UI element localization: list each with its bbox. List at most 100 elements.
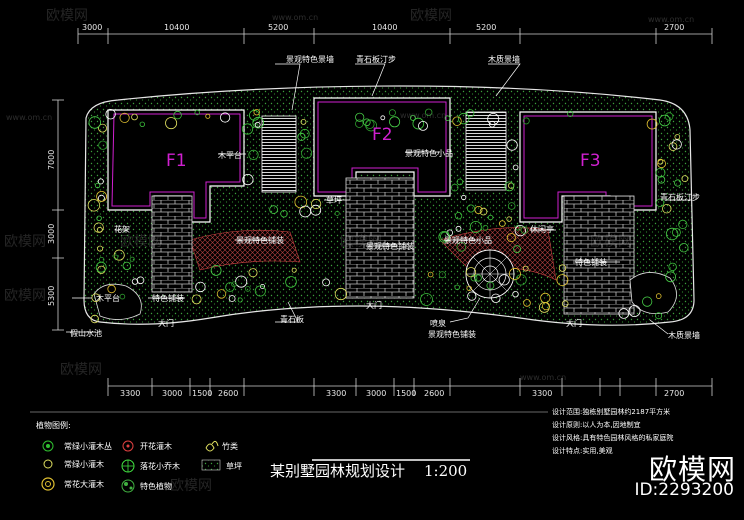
plant-symbol bbox=[280, 209, 288, 218]
plant-symbol bbox=[412, 117, 425, 130]
plant-symbol bbox=[440, 231, 450, 242]
watermark-text: 欧模网 bbox=[590, 234, 632, 250]
plant-symbol bbox=[507, 202, 516, 210]
plant-symbol bbox=[248, 268, 258, 278]
watermark-text: 欧模网 bbox=[170, 478, 212, 494]
plant-symbol bbox=[380, 115, 386, 121]
plant-symbol bbox=[469, 220, 482, 233]
fountain bbox=[465, 249, 515, 299]
plant-symbol bbox=[119, 293, 126, 300]
plant-symbol bbox=[465, 267, 477, 278]
label-stepping-stone-top: 青石板汀步 bbox=[356, 54, 396, 64]
plant-symbol bbox=[466, 285, 472, 292]
plant-symbol bbox=[542, 302, 551, 311]
top-dimension-line bbox=[77, 28, 713, 44]
plant-symbol bbox=[664, 112, 674, 121]
plant-symbol bbox=[355, 119, 364, 128]
plant-symbol bbox=[487, 113, 500, 126]
plant-symbol bbox=[253, 123, 259, 128]
label-wood-wall-right: 木质景墙 bbox=[668, 330, 700, 340]
plant-symbol bbox=[522, 265, 529, 272]
deck-right bbox=[465, 111, 507, 191]
watermark-url: www.om.cn bbox=[272, 13, 318, 22]
plant-symbol bbox=[259, 283, 265, 289]
brand-id: ID:2293200 bbox=[634, 480, 734, 500]
plant-symbol bbox=[425, 108, 433, 116]
plant-symbol bbox=[389, 116, 401, 128]
plant-symbol bbox=[628, 304, 641, 317]
label-feature-wall: 景观特色景墙 bbox=[286, 54, 334, 64]
left-dimension-line bbox=[52, 99, 64, 331]
plant-symbol bbox=[131, 278, 139, 285]
plant-symbol bbox=[241, 123, 254, 135]
plant-symbol bbox=[97, 245, 104, 252]
plant-symbol bbox=[672, 227, 681, 237]
plant-symbol bbox=[113, 254, 119, 260]
floor-label-f3: F3 bbox=[580, 151, 601, 171]
watermark-layer: 欧模网 欧模网 欧模网 欧模网 欧模网 欧模网 欧模网 欧模网 欧模网 www.… bbox=[4, 8, 694, 494]
plant-symbol bbox=[456, 178, 464, 186]
dim-bottom-8: 3300 bbox=[532, 389, 552, 398]
plant-symbol bbox=[254, 285, 266, 297]
watermark-url: www.om.cn bbox=[6, 113, 52, 122]
legend-symbol-lawn bbox=[201, 459, 221, 471]
legend-symbol-bamboo bbox=[205, 440, 219, 452]
label-gate-2: 大门 bbox=[366, 300, 382, 310]
plant-symbol bbox=[165, 117, 178, 130]
plant-symbol bbox=[95, 261, 107, 273]
plant-symbol bbox=[668, 142, 678, 151]
plant-symbol bbox=[300, 119, 307, 125]
plant-symbol bbox=[310, 198, 322, 210]
plant-symbol bbox=[420, 293, 433, 306]
label-deck-bottom: 木平台 bbox=[96, 293, 120, 303]
dim-bottom-0: 3300 bbox=[120, 389, 140, 398]
plant-symbol bbox=[253, 108, 260, 116]
plant-symbol bbox=[458, 112, 470, 125]
label-special-paving-left: 特色铺装 bbox=[152, 293, 184, 303]
plant-symbol bbox=[205, 113, 211, 119]
plant-symbol bbox=[235, 275, 248, 288]
label-pavilion: 休闲亭 bbox=[530, 224, 554, 234]
dim-top-1: 10400 bbox=[164, 23, 189, 32]
plant-symbol bbox=[220, 112, 231, 123]
label-wood-wall-top: 木质景墙 bbox=[488, 54, 520, 64]
watermark-text: 欧模网 bbox=[410, 8, 452, 24]
plant-symbol bbox=[90, 314, 99, 324]
plant-symbol bbox=[514, 225, 526, 237]
legend-item-7: 草坪 bbox=[226, 461, 242, 471]
watermark-text: 欧模网 bbox=[60, 362, 102, 378]
plant-symbol bbox=[486, 281, 495, 290]
plant-symbol bbox=[245, 286, 251, 292]
plant-symbol bbox=[129, 256, 135, 262]
legend-item-3: 开花灌木 bbox=[140, 441, 172, 451]
plant-symbol bbox=[674, 179, 682, 187]
plant-symbol bbox=[655, 312, 663, 320]
plant-symbol bbox=[512, 291, 519, 298]
plant-symbol bbox=[522, 117, 530, 125]
deck-left bbox=[261, 115, 297, 193]
legend-symbol-flowering-shrub bbox=[122, 440, 134, 452]
plant-symbol bbox=[191, 294, 202, 305]
plant-symbol bbox=[269, 205, 278, 214]
plant-symbol bbox=[454, 211, 463, 220]
legend-item-6: 竹类 bbox=[222, 441, 238, 451]
legend-symbol-feature-plant bbox=[121, 479, 135, 493]
label-gate-3: 大门 bbox=[566, 318, 582, 328]
plant-symbol bbox=[558, 264, 567, 272]
leader-lines bbox=[66, 63, 692, 335]
plant-symbol bbox=[520, 226, 528, 234]
dim-left-0: 7000 bbox=[47, 150, 56, 170]
dim-bottom-9: 2700 bbox=[664, 389, 684, 398]
plant-symbol bbox=[409, 115, 416, 121]
plant-symbol bbox=[456, 242, 467, 252]
plant-symbol bbox=[455, 225, 462, 232]
plant-symbol bbox=[681, 175, 689, 183]
plant-symbol bbox=[474, 205, 483, 214]
plant-symbol bbox=[231, 281, 237, 288]
plant-symbol bbox=[466, 109, 475, 118]
plant-symbol bbox=[228, 295, 236, 302]
watermark-url: www.om.cn bbox=[400, 111, 446, 120]
plant-symbol bbox=[98, 123, 107, 133]
